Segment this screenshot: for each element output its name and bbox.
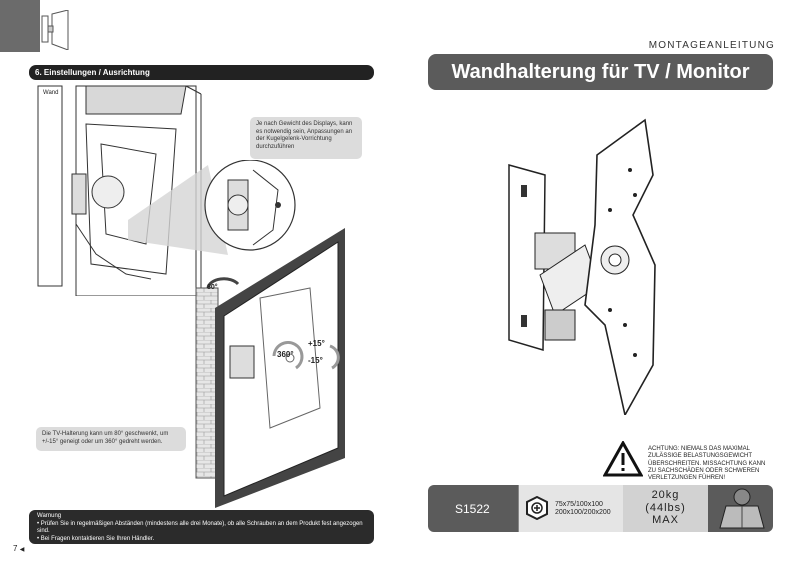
warning-line-1: • Prüfen Sie in regelmäßigen Abständen (…	[37, 520, 363, 535]
corner-tab	[0, 0, 40, 52]
max-load: 20kg (44lbs) MAX	[623, 489, 708, 527]
tilt-up-label: +15°	[308, 339, 325, 348]
warning-box: Warnung • Prüfen Sie in regelmäßigen Abs…	[29, 510, 374, 544]
model-number: S1522	[455, 502, 490, 516]
wall-label: Wand	[43, 90, 59, 96]
arrow-icon: ◀	[19, 547, 25, 553]
spec-divider	[518, 485, 519, 532]
manual-label: MONTAGEANLEITUNG	[648, 40, 775, 51]
vesa-line-2: 200x100/200x200	[555, 509, 611, 516]
swivel-label: 80°	[207, 283, 218, 291]
weight-icon	[719, 488, 765, 529]
weight-box	[623, 485, 708, 532]
weight-lbs: (44lbs)	[645, 501, 686, 514]
weight-kg: 20kg	[651, 489, 680, 501]
warning-title: Warnung	[37, 513, 62, 519]
detail-magnifier	[128, 160, 296, 255]
page-number-value: 7	[13, 544, 18, 553]
note-tilt: Die TV-Halterung kann um 80° geschwenkt,…	[36, 427, 186, 451]
caution-text: ACHTUNG: NIEMALS DAS MAXIMAL ZULÄSSIGE B…	[648, 446, 766, 482]
swivel-illustration	[195, 228, 345, 508]
weight-max: MAX	[652, 514, 679, 526]
warning-line-2: • Bei Fragen kontaktieren Sie Ihren Händ…	[37, 535, 155, 542]
mount-logo-icon	[41, 10, 69, 50]
product-illustration	[508, 118, 656, 415]
vesa-screw-icon	[526, 496, 548, 520]
tilt-down-label: -15°	[308, 356, 323, 365]
page-number: 7 ◀	[13, 544, 24, 553]
vesa-sizes: 75x75/100x100 200x100/200x200	[555, 501, 611, 517]
note-weight: Je nach Gewicht des Displays, kann es no…	[250, 117, 362, 159]
page-title: Wandhalterung für TV / Monitor	[428, 54, 773, 90]
rotate-label: 360°	[277, 350, 294, 359]
vesa-line-1: 75x75/100x100	[555, 501, 603, 508]
svg-text:80°: 80°	[207, 283, 218, 291]
section-title: 6. Einstellungen / Ausrichtung	[29, 65, 374, 80]
warning-triangle-icon	[603, 441, 643, 477]
